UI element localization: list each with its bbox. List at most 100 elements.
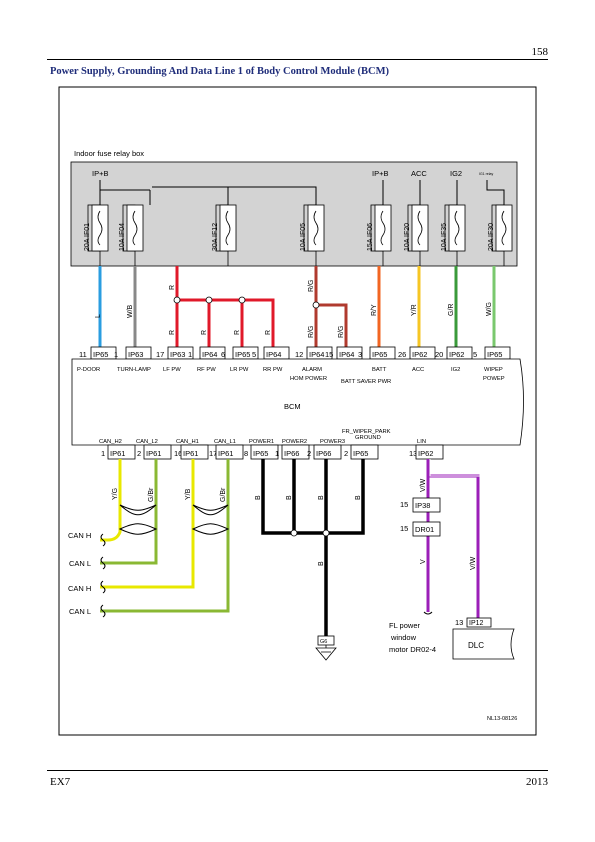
- ig2-label: IG2: [450, 169, 462, 178]
- svg-text:11: 11: [79, 350, 87, 359]
- svg-text:IP65: IP65: [487, 350, 502, 359]
- svg-text:W/B: W/B: [127, 304, 134, 318]
- svg-text:POWER2: POWER2: [282, 439, 307, 445]
- svg-text:B: B: [255, 495, 262, 500]
- svg-text:R: R: [201, 330, 208, 335]
- can-break-marks: [100, 533, 106, 618]
- svg-text:FR_WIPER_PARK: FR_WIPER_PARK: [342, 429, 391, 435]
- svg-text:CAN L: CAN L: [69, 559, 91, 568]
- bottom-function-labels: CAN_H2 CAN_L2 CAN_H1 CAN_L1 POWER1 POWER…: [99, 429, 426, 445]
- footer-rule: [47, 770, 548, 771]
- fuse-label: 20A IF01: [84, 223, 91, 251]
- svg-text:13: 13: [455, 618, 463, 627]
- svg-text:IP62: IP62: [449, 350, 464, 359]
- svg-text:CAN_H2: CAN_H2: [99, 439, 122, 445]
- svg-text:B: B: [355, 495, 362, 500]
- svg-text:R: R: [265, 330, 272, 335]
- svg-text:IP63: IP63: [170, 350, 185, 359]
- svg-text:V: V: [420, 559, 427, 564]
- svg-text:POWER1: POWER1: [249, 439, 274, 445]
- svg-text:CAN_L2: CAN_L2: [136, 439, 158, 445]
- svg-text:3: 3: [358, 350, 362, 359]
- top-function-labels: P-DOOR TURN-LAMP LF PW RF PW LR PW RR PW…: [77, 367, 505, 385]
- fuse: 20A IF30: [488, 204, 513, 266]
- svg-text:B: B: [286, 495, 293, 500]
- top-pin: 26 IP62: [398, 346, 436, 360]
- svg-text:WIPEP: WIPEP: [484, 367, 503, 373]
- svg-text:V/W: V/W: [420, 478, 427, 492]
- ground-wire-labels: B B B B B: [255, 495, 362, 566]
- fuse-group: 20A IF01 10A IF04 30A IF12 10A IF05 15A IF06…: [84, 204, 513, 266]
- svg-text:IP61: IP61: [110, 449, 125, 458]
- svg-text:V/W: V/W: [470, 556, 477, 570]
- fuse-label: 20A IF30: [488, 223, 495, 251]
- svg-text:6: 6: [221, 350, 225, 359]
- ip-b-right-label: IP+B: [372, 169, 388, 178]
- ip-b-left-label: IP+B: [92, 169, 108, 178]
- svg-text:IP62: IP62: [412, 350, 427, 359]
- lin-white-trace: [429, 459, 481, 618]
- dlc-label: DLC: [468, 641, 484, 650]
- svg-text:26: 26: [398, 350, 406, 359]
- fuse-label: 10A IF04: [119, 223, 126, 251]
- fuse-label: 30A IF12: [212, 223, 219, 251]
- svg-text:8: 8: [244, 449, 248, 458]
- svg-text:R/G: R/G: [308, 280, 315, 292]
- svg-text:20: 20: [435, 350, 443, 359]
- svg-text:17: 17: [209, 449, 217, 458]
- svg-text:IP65: IP65: [93, 350, 108, 359]
- page-title: Power Supply, Grounding And Data Line 1 …: [50, 66, 389, 77]
- ground-symbol: G6: [315, 635, 337, 661]
- top-pin: 20 IP62: [435, 346, 473, 360]
- svg-text:17: 17: [156, 350, 164, 359]
- top-pin: 11 IP65: [79, 346, 117, 360]
- svg-text:IP64: IP64: [266, 350, 281, 359]
- svg-text:DR01: DR01: [415, 525, 434, 534]
- fuse: 10A IF35: [441, 204, 466, 266]
- diagram-frame: [58, 86, 537, 736]
- svg-text:CAN H: CAN H: [68, 584, 91, 593]
- svg-text:window: window: [390, 633, 417, 642]
- svg-text:IP61: IP61: [183, 449, 198, 458]
- svg-text:IG2: IG2: [451, 367, 460, 373]
- svg-text:2: 2: [344, 449, 348, 458]
- svg-text:R: R: [234, 330, 241, 335]
- dlc-block: 13 IP12 DLC: [452, 617, 515, 660]
- fuse-label: 15A IF06: [367, 223, 374, 251]
- twisted-pairs: [118, 504, 230, 535]
- svg-text:15: 15: [400, 500, 408, 509]
- svg-text:15: 15: [325, 350, 333, 359]
- top-wires: [98, 266, 496, 347]
- svg-text:TURN-LAMP: TURN-LAMP: [117, 367, 151, 373]
- fuse-box: [70, 161, 518, 267]
- svg-text:G/R: G/R: [448, 304, 455, 316]
- svg-text:L: L: [95, 314, 102, 318]
- svg-text:Y/B: Y/B: [185, 488, 192, 500]
- svg-text:BATT: BATT: [372, 367, 387, 373]
- svg-text:LR PW: LR PW: [230, 367, 249, 373]
- svg-text:RF PW: RF PW: [197, 367, 216, 373]
- svg-text:1: 1: [188, 350, 192, 359]
- svg-text:1: 1: [101, 449, 105, 458]
- svg-text:motor DR02-4: motor DR02-4: [389, 645, 436, 654]
- svg-text:IP12: IP12: [469, 620, 484, 627]
- svg-text:IP62: IP62: [418, 449, 433, 458]
- svg-text:G/Br: G/Br: [148, 487, 155, 502]
- can-labels: CAN H CAN L CAN H CAN L: [68, 531, 91, 616]
- bcm-label: BCM: [284, 402, 301, 411]
- can-wires: [100, 459, 230, 613]
- svg-text:P-DOOR: P-DOOR: [77, 367, 100, 373]
- fuse: 10A IF05: [300, 204, 325, 266]
- svg-text:R: R: [169, 330, 176, 335]
- ground-splices: [290, 529, 330, 537]
